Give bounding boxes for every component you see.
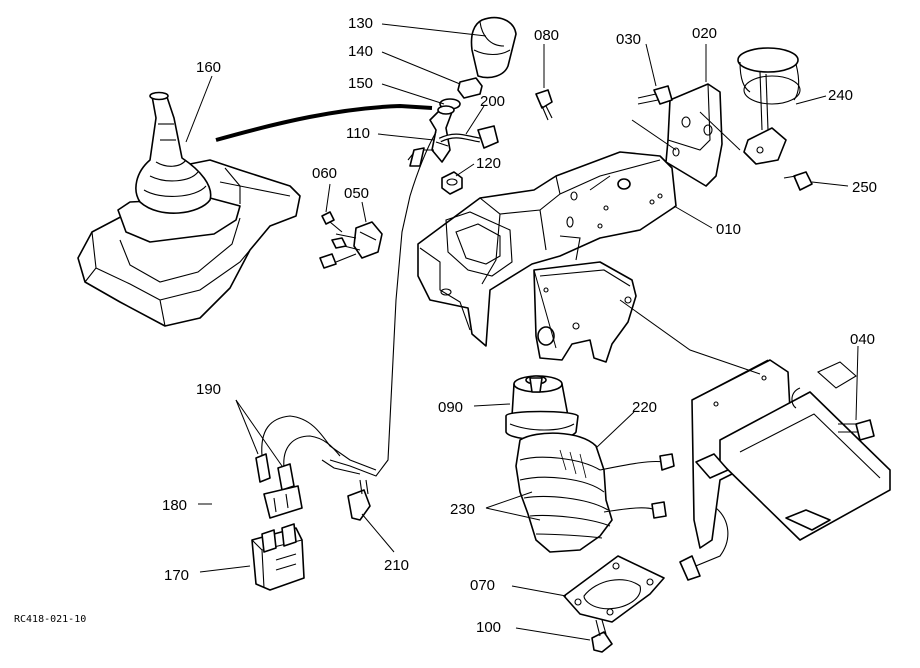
label-210: 210: [384, 557, 409, 574]
part-170-switch: [251, 523, 305, 591]
part-070-base-plate: [563, 555, 665, 623]
label-040: 040: [850, 331, 875, 348]
reference-code: RC418-021-10: [14, 614, 86, 625]
part-060-screw: [321, 211, 343, 233]
label-190: 190: [196, 381, 221, 398]
part-210-clip: [347, 479, 371, 521]
part-number-labels: 130 140 150 110 200 120 080 030 020 240 …: [162, 15, 877, 636]
label-220: 220: [632, 399, 657, 416]
part-050-switch: [319, 221, 383, 269]
part-140-nut: [457, 77, 483, 99]
label-010: 010: [716, 221, 741, 238]
part-040-bolt: [838, 419, 875, 441]
label-050: 050: [344, 185, 369, 202]
label-090: 090: [438, 399, 463, 416]
label-110: 110: [346, 125, 370, 142]
label-180: 180: [162, 497, 187, 514]
label-030: 030: [616, 31, 641, 48]
label-200: 200: [480, 93, 505, 110]
part-240-spring-clamp: [737, 47, 801, 165]
label-070: 070: [470, 577, 495, 594]
label-150: 150: [348, 75, 373, 92]
label-130: 130: [348, 15, 373, 32]
part-100-bolt: [591, 619, 613, 653]
part-160-console-cover: [77, 91, 301, 327]
label-020: 020: [692, 25, 717, 42]
part-010-bracket: [417, 151, 677, 363]
part-030-bolt: [637, 85, 673, 105]
label-170: 170: [164, 567, 189, 584]
part-020-plate: [665, 83, 723, 187]
part-120-nut: [441, 171, 463, 195]
part-200-harness: [409, 125, 499, 167]
part-080-bolt: [535, 89, 553, 121]
label-250: 250: [852, 179, 877, 196]
label-080: 080: [534, 27, 559, 44]
label-240: 240: [828, 87, 853, 104]
part-250-bolt: [783, 171, 813, 191]
label-060: 060: [312, 165, 337, 182]
part-230-clamp: [599, 453, 675, 519]
label-160: 160: [196, 59, 221, 76]
label-120: 120: [476, 155, 501, 172]
part-150-washer: [437, 98, 461, 115]
leader-lines: [185, 23, 859, 641]
label-230: 230: [450, 501, 475, 518]
part-130-knob: [470, 16, 517, 79]
part-090-damper: [505, 375, 579, 444]
part-rear-panel: [679, 359, 891, 581]
label-140: 140: [348, 43, 373, 60]
part-220-bellows: [515, 432, 613, 553]
part-190-wire-harness: [255, 415, 377, 491]
label-100: 100: [476, 619, 501, 636]
part-110-shift-lever: [215, 103, 453, 477]
part-180-connector: [263, 485, 303, 519]
